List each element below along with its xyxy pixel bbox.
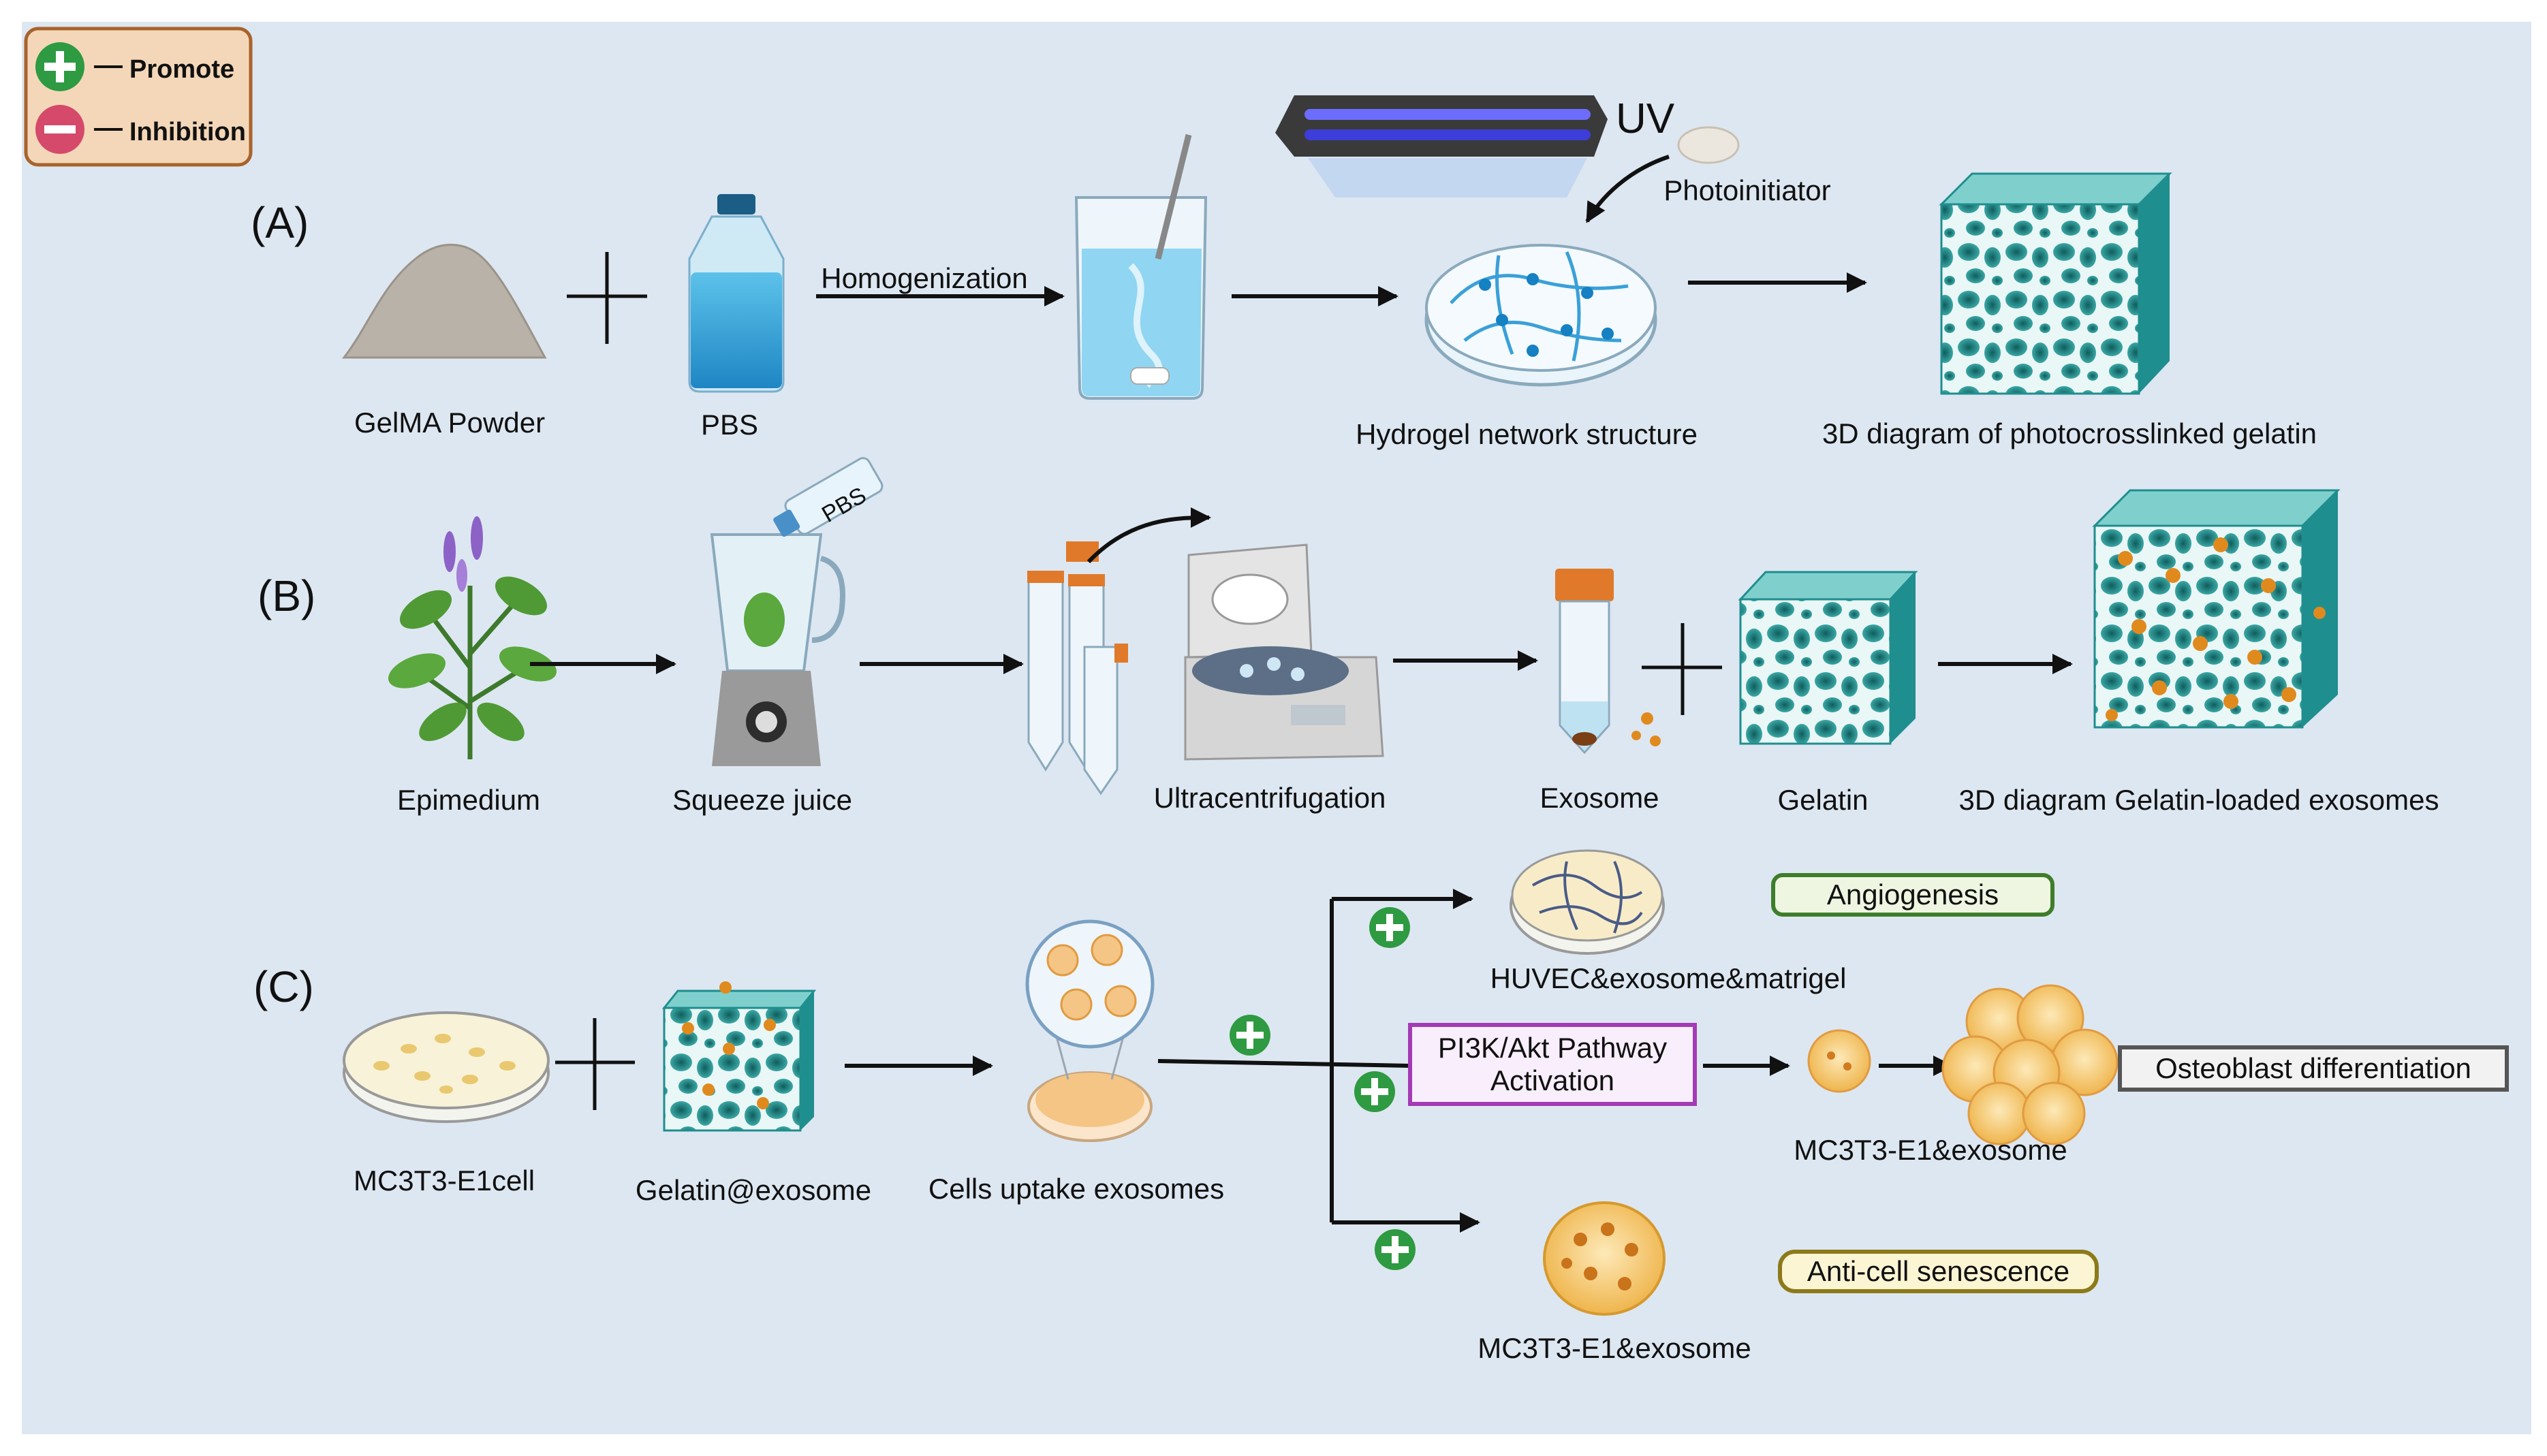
inhibition-icon	[35, 105, 84, 154]
pbs-pour-bottle-icon	[773, 457, 884, 537]
plus-sign-b	[1642, 623, 1722, 715]
senescence-box	[1778, 1250, 2099, 1293]
legend-inhibition-label: Inhibition	[129, 118, 246, 146]
legend: Promote Inhibition	[24, 27, 253, 167]
section-label-a: (A)	[251, 198, 309, 247]
homogenization-label: Homogenization	[821, 262, 1028, 294]
pi3k-label: PI3K/Akt Pathway Activation	[1410, 1025, 1695, 1104]
pbs-bottle-icon	[688, 194, 785, 393]
uv-lamp-icon	[1275, 95, 1608, 197]
angiogenesis-label: Angiogenesis	[1826, 879, 1999, 911]
hydrogel-network-label: Hydrogel network structure	[1356, 418, 1698, 450]
promote-icon-pi3k	[1354, 1071, 1395, 1112]
cells-uptake-label: Cells uptake exosomes	[928, 1173, 1225, 1205]
hydrogel-dish-icon	[1424, 244, 1657, 387]
senescence-label: Anti-cell senescence	[1807, 1255, 2070, 1287]
mc3t3-dish-icon	[343, 1011, 550, 1123]
promote-icon-senescence	[1375, 1229, 1416, 1270]
plus-sign-a	[567, 252, 647, 344]
gelatin-exosome-icon	[661, 981, 817, 1132]
gelma-powder-label: GelMA Powder	[354, 407, 546, 439]
gelatin-exosome-label: Gelatin@exosome	[635, 1174, 872, 1206]
pathway-branch	[1157, 889, 1480, 1233]
mc3t3-exosome-large-cell-icon	[1543, 1201, 1666, 1316]
huvec-dish-icon	[1510, 849, 1665, 955]
gelatin-loaded-exosomes-icon	[2092, 489, 2341, 729]
osteoblast-box	[2118, 1045, 2509, 1092]
gelatin-3d-label: 3D diagram of photocrosslinked gelatin	[1822, 417, 2317, 449]
osteoblast-cluster-icon	[1941, 984, 2119, 1145]
promote-icon	[35, 42, 84, 91]
mc3t3-exosome-mid-label: MC3T3-E1&exosome	[1794, 1134, 2067, 1166]
uv-label: UV	[1616, 95, 1675, 142]
ultracentrifuge-icon	[1184, 543, 1384, 761]
promote-icon-angiogenesis	[1369, 907, 1410, 948]
mc3t3-exosome-bottom-label: MC3T3-E1&exosome	[1478, 1332, 1751, 1364]
photocrosslinked-gelatin-icon	[1939, 172, 2172, 395]
huvec-label: HUVEC&exosome&matrigel	[1490, 962, 1847, 994]
photoinitiator-label: Photoinitiator	[1663, 174, 1831, 206]
exosome-label: Exosome	[1540, 782, 1659, 814]
arrow-tubes-to-centrifuge	[1087, 507, 1211, 564]
beaker-icon	[1074, 133, 1208, 400]
section-label-c: (C)	[253, 962, 314, 1011]
pi3k-label-line1: PI3K/Akt Pathway	[1437, 1032, 1668, 1064]
gelatin-label: Gelatin	[1777, 784, 1869, 816]
gelatin-loaded-label: 3D diagram Gelatin-loaded exosomes	[1958, 784, 2439, 816]
gelma-powder-icon	[341, 243, 547, 359]
pbs-label: PBS	[700, 409, 759, 441]
blender-icon	[710, 533, 845, 766]
osteoblast-label: Osteoblast differentiation	[2155, 1052, 2471, 1084]
pi3k-box	[1408, 1023, 1697, 1106]
squeeze-juice-label: Squeeze juice	[672, 784, 852, 816]
angiogenesis-box	[1771, 873, 2054, 917]
epimedium-plant-icon	[388, 516, 557, 759]
section-label-b: (B)	[257, 571, 316, 620]
pi3k-label-line2: Activation	[1490, 1064, 1615, 1096]
centrifuge-tubes-icon	[1027, 541, 1128, 795]
legend-promote-label: Promote	[129, 55, 234, 84]
gelatin-block-icon	[1738, 571, 1918, 745]
mc3t3-cell-label: MC3T3-E1cell	[353, 1165, 535, 1197]
arrow-photoinitiator	[1585, 155, 1670, 223]
cells-uptake-icon	[1025, 919, 1155, 1142]
promote-icon-main	[1230, 1015, 1270, 1056]
epimedium-label: Epimedium	[396, 784, 541, 816]
mc3t3-exosome-small-cell-icon	[1807, 1029, 1871, 1093]
plus-sign-c	[555, 1018, 635, 1110]
ultracentrifugation-label: Ultracentrifugation	[1153, 782, 1386, 814]
photoinitiator-powder-icon	[1677, 126, 1740, 164]
exosome-tube-icon	[1555, 569, 1661, 755]
